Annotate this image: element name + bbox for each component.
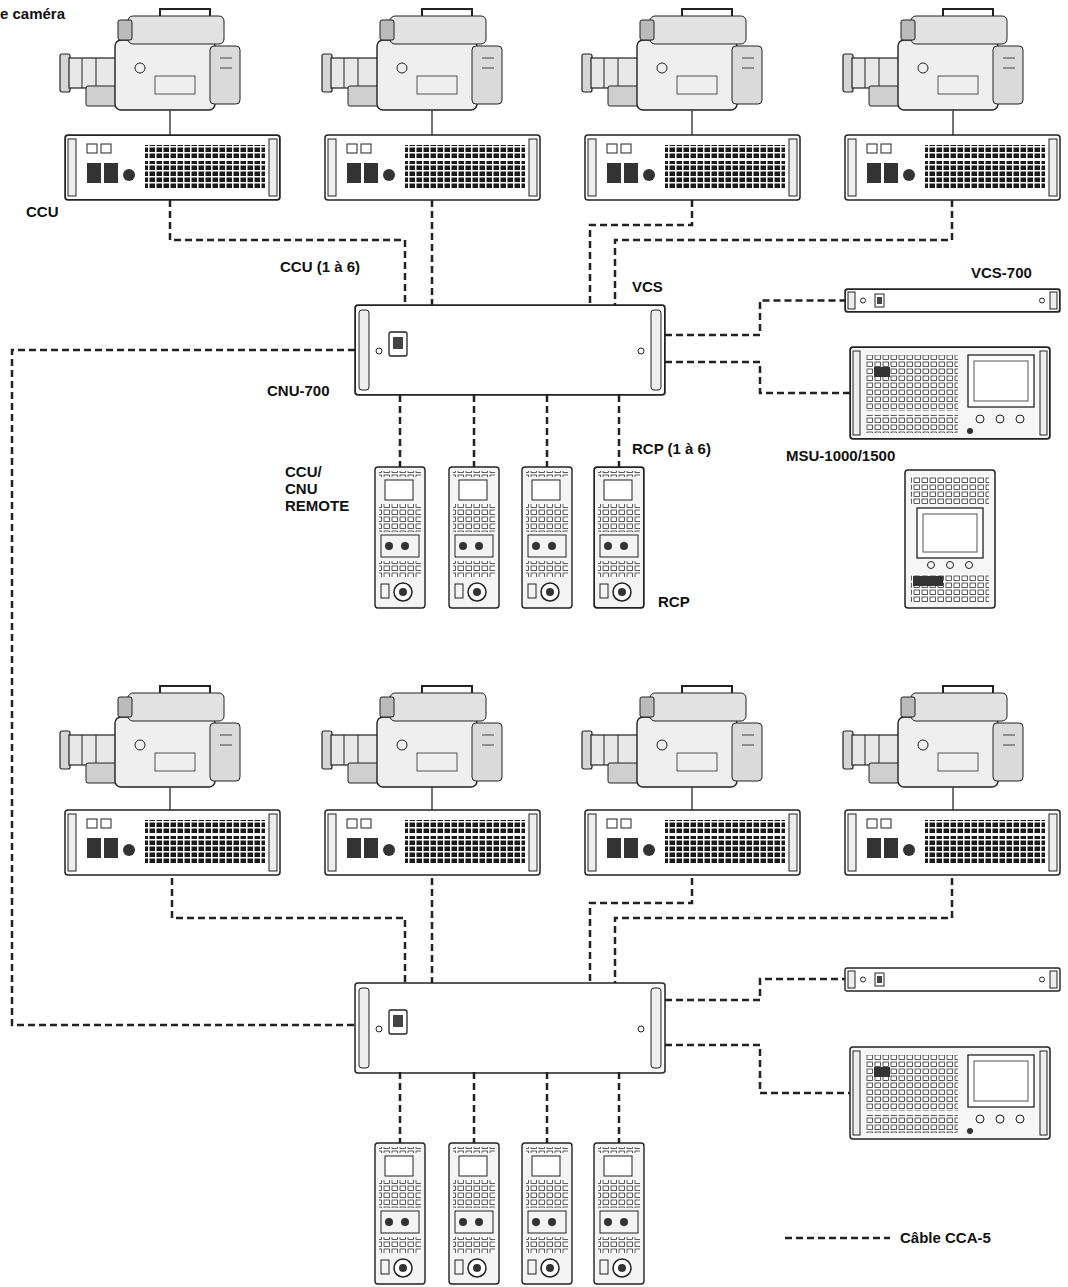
camera-head [322, 686, 502, 787]
camera-head [582, 9, 762, 110]
camera-control-unit [65, 135, 280, 200]
camera-head [582, 686, 762, 787]
cable-line [665, 362, 850, 393]
video-selector-unit [845, 289, 1060, 312]
camera-head [843, 9, 1023, 110]
camera-control-unit [845, 135, 1060, 200]
master-setup-unit [850, 347, 1050, 439]
remote-control-panel [522, 467, 572, 608]
cable-line [665, 301, 845, 336]
device-label: CNU-700 [267, 382, 330, 399]
master-setup-unit-upright [905, 470, 995, 608]
camera-control-unit [585, 810, 800, 875]
port-label: CCU/ CNU REMOTE [285, 463, 355, 514]
device-label: CCU [26, 203, 59, 220]
remote-control-panel [375, 1143, 425, 1284]
equipment-box: CCU [65, 135, 280, 200]
camera-head [322, 9, 502, 110]
cca5-cable [12, 200, 952, 1143]
camera-head [843, 686, 1023, 787]
device-label: MSU-1000/1500 [786, 447, 895, 464]
camera-network-unit [355, 983, 665, 1073]
remote-control-panel [375, 467, 425, 608]
camera-head [60, 9, 240, 110]
equipment-box: VCS-700 [845, 289, 1060, 312]
camera-control-unit [325, 135, 540, 200]
port-label: e caméra [0, 5, 65, 22]
remote-control-panel [449, 467, 499, 608]
remote-control-panel [594, 467, 644, 608]
equipment-box: RCP [594, 467, 644, 608]
legend-text: Câble CCA-5 [900, 1229, 991, 1246]
camera-network-unit [355, 305, 665, 395]
cca5-cable [619, 395, 620, 467]
master-setup-unit [850, 1047, 1050, 1139]
video-selector-unit [845, 968, 1060, 991]
device-label: VCS-700 [971, 264, 1032, 281]
camera-cable [170, 787, 953, 810]
camera-head [60, 686, 240, 787]
port-label: VCS [632, 278, 663, 295]
remote-control-panel [522, 1143, 572, 1284]
cca5-cable [665, 301, 845, 336]
camera-control-unit [325, 810, 540, 875]
remote-control-panel [594, 1143, 644, 1284]
cable-line [170, 200, 405, 305]
equipment-box: CNU-700 [355, 305, 665, 395]
equipment-box: MSU-1000/1500 [850, 347, 1050, 439]
cca5-cable [170, 200, 405, 305]
legend-line-sample [785, 1237, 890, 1240]
camera-control-unit [845, 810, 1060, 875]
remote-control-panel [449, 1143, 499, 1284]
device-label: RCP [658, 593, 690, 610]
camera-control-unit [585, 135, 800, 200]
camera-control-unit [65, 810, 280, 875]
port-label: RCP (1 à 6) [632, 440, 711, 457]
cable-line [618, 395, 621, 467]
camera-cable [170, 110, 953, 135]
cca5-cable [665, 362, 850, 393]
port-label: CCU (1 à 6) [280, 258, 360, 275]
